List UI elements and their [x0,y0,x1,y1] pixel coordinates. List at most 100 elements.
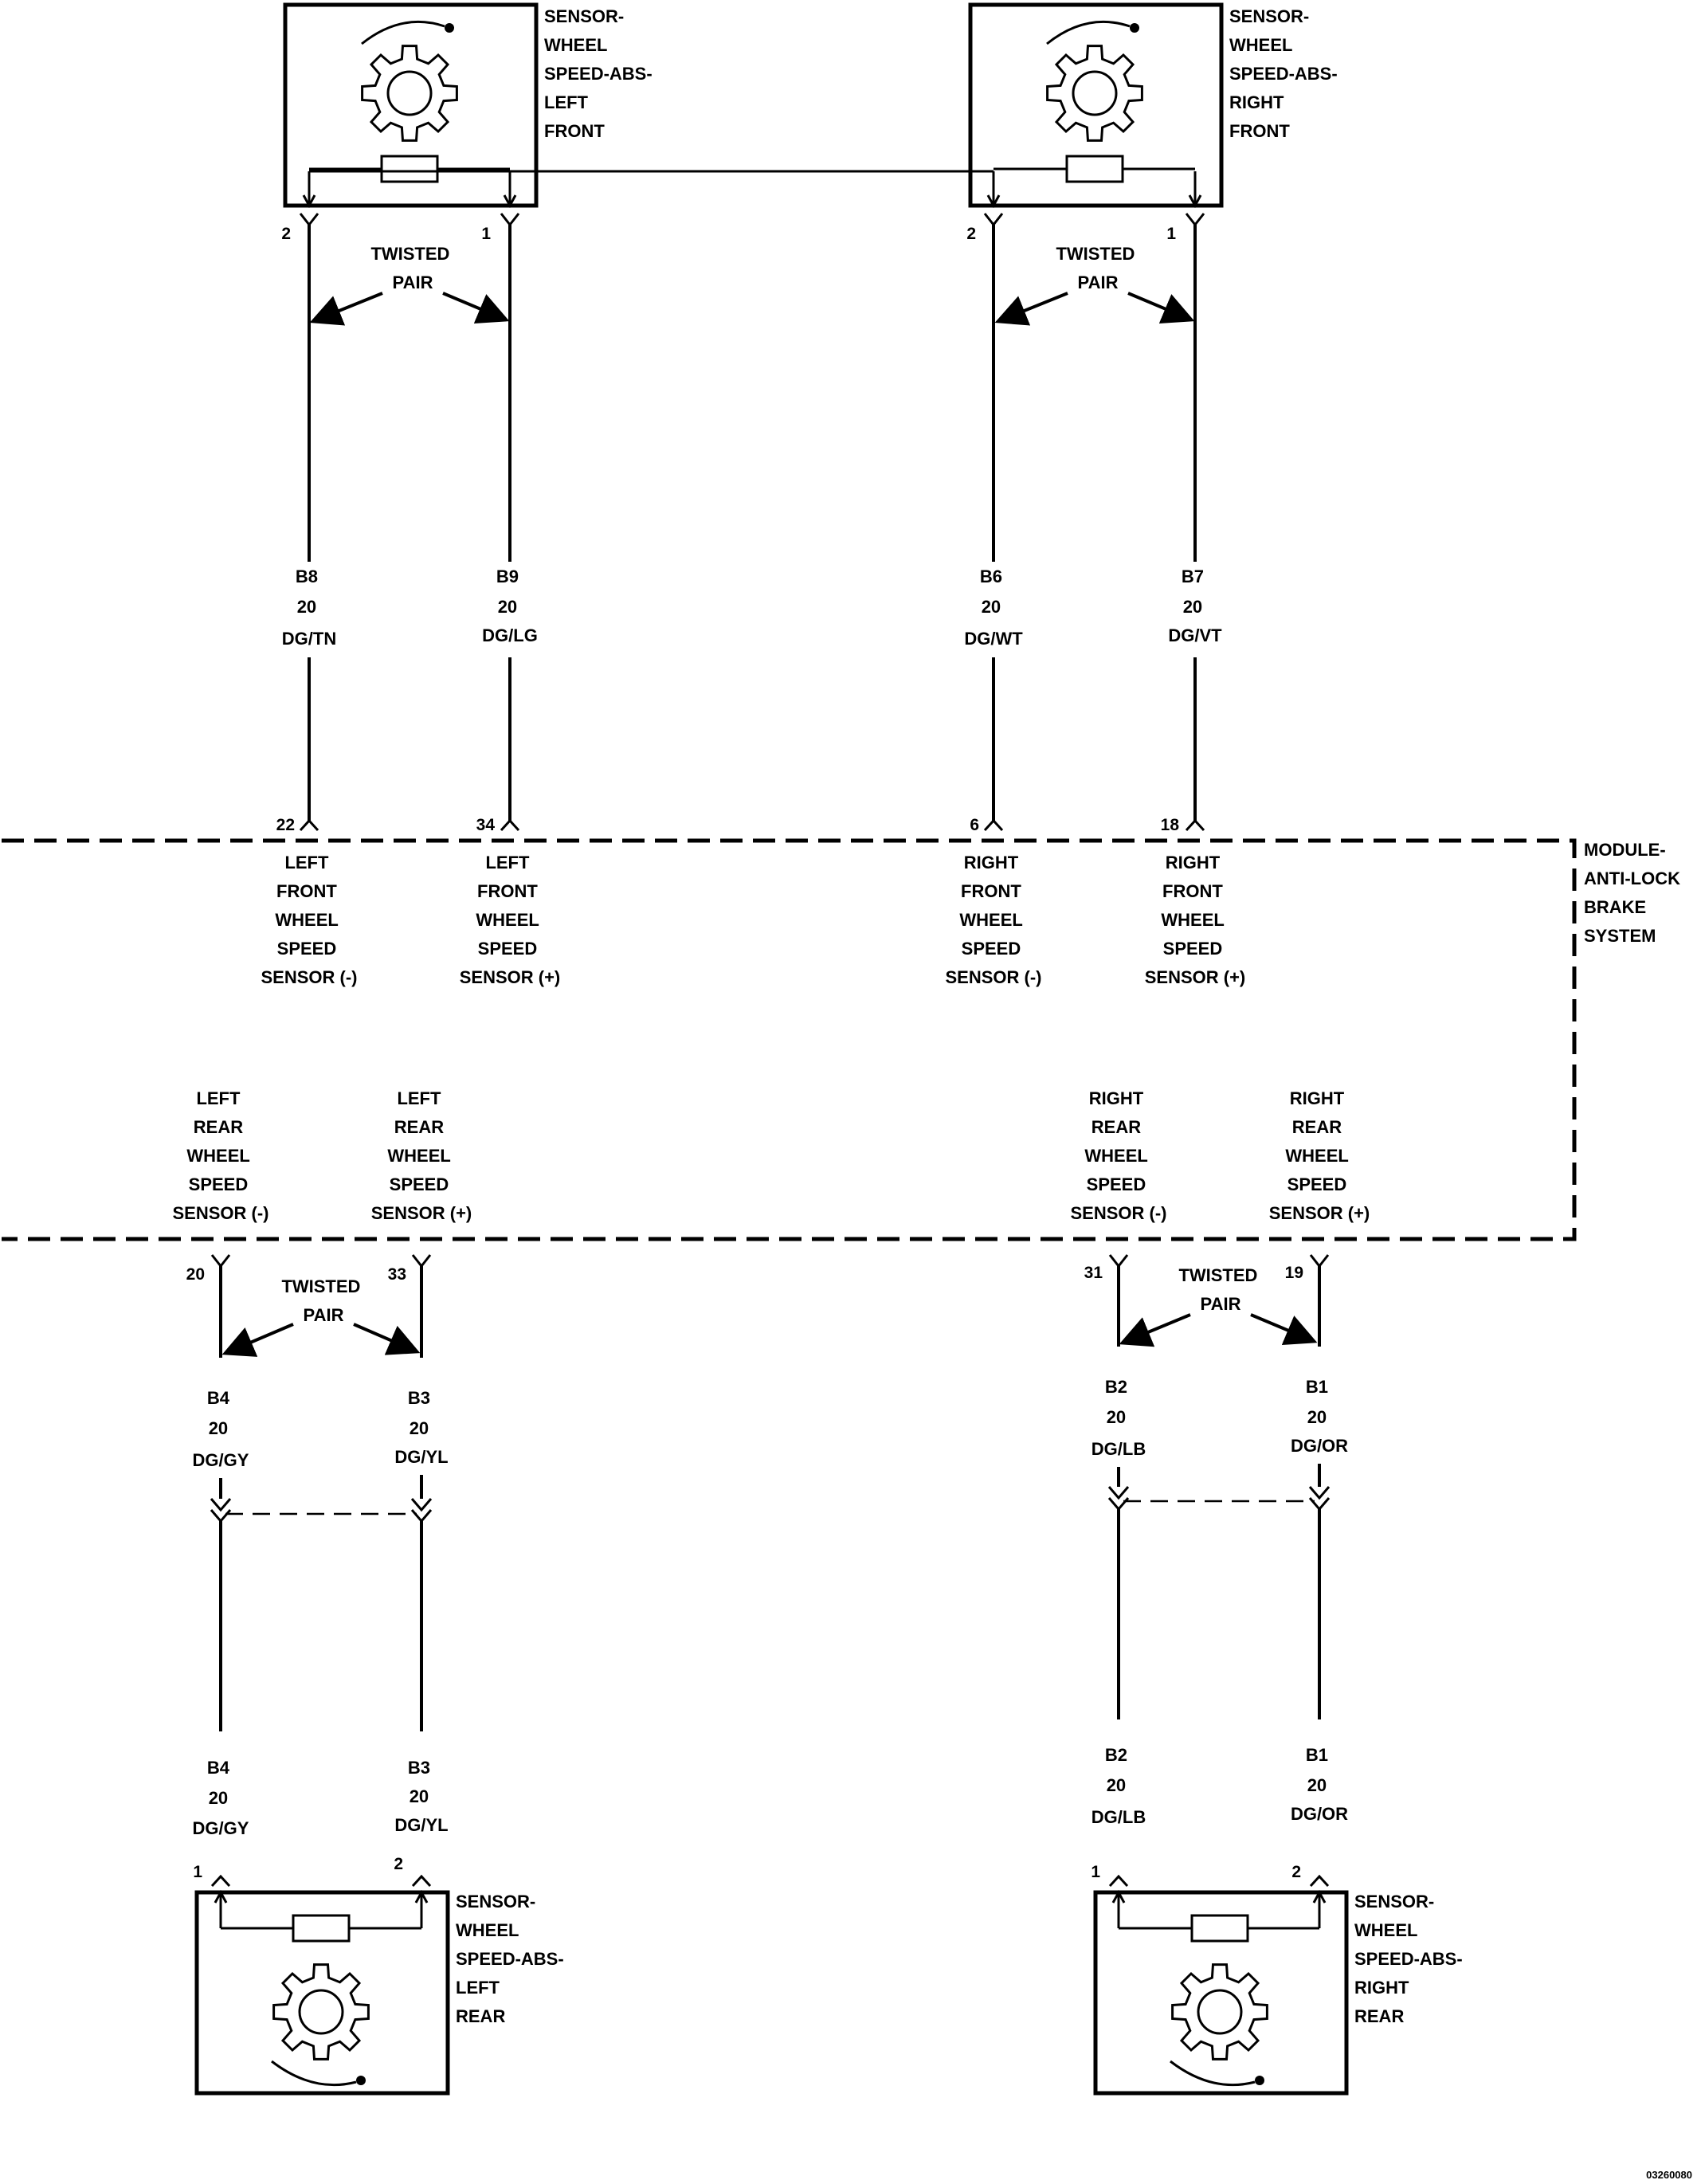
twisted-pair-label-right-rear: TWISTED PAIR [1178,1265,1262,1314]
sensor-connector-terminal [1309,1874,1330,1888]
module-connector-terminal [983,818,1004,832]
twisted-pair-arrow [309,292,383,326]
gear-hub [386,70,433,116]
module-connector-terminal [210,1254,231,1268]
module-pin: 33 [388,1265,406,1284]
module-pin: 6 [970,816,979,834]
rotation-dot [1130,23,1139,33]
module-function-label: LEFT REAR WHEEL SPEED SENSOR (-) [173,1088,269,1223]
lead-arrow [302,194,316,209]
circuit-label: B3 20 DG/YL [394,1388,448,1467]
circuit-label: B8 20 DG/TN [282,567,336,649]
lead-arrow [1312,1889,1327,1904]
sensor-pin-right-front-pos: 1 [1166,225,1176,243]
rotation-arc-icon [361,20,445,45]
module-function-label: RIGHT REAR WHEEL SPEED SENSOR (+) [1269,1088,1370,1223]
module-pin: 31 [1084,1264,1103,1282]
rotation-dot [356,2076,366,2085]
sensor-pin-left-rear-pos: 2 [394,1855,403,1873]
circuit-label: B1 20 DG/OR [1291,1745,1348,1824]
sensor-connector-terminal [500,213,520,227]
sensor-connector-terminal [1185,213,1205,227]
abs-module-boundary [2,838,1577,1241]
sensor-connector-terminal [1108,1874,1129,1888]
sensor-pin-left-front-neg: 2 [281,225,291,243]
sensor-right-front-label: SENSOR- WHEEL SPEED-ABS- RIGHT FRONT [1229,6,1342,141]
module-function-label: LEFT FRONT WHEEL SPEED SENSOR (+) [460,853,561,987]
module-pin: 34 [476,816,496,834]
module-function-label: LEFT FRONT WHEEL SPEED SENSOR (-) [261,853,358,987]
inline-connector [1308,1486,1331,1500]
lead-arrow [214,1889,228,1904]
resistor-icon [292,1914,351,1943]
module-function-label: RIGHT REAR WHEEL SPEED SENSOR (-) [1071,1088,1167,1223]
module-function-label: RIGHT FRONT WHEEL SPEED SENSOR (+) [1145,853,1246,987]
module-function-label: LEFT REAR WHEEL SPEED SENSOR (+) [371,1088,472,1223]
sensor-pin-right-rear-pos: 2 [1291,1863,1301,1881]
sensor-connector-terminal [210,1874,231,1888]
sensor-connector-terminal [299,213,319,227]
module-connector-terminal [1108,1254,1129,1268]
circuit-label: B2 20 DG/LB [1091,1377,1146,1459]
circuit-label: B7 20 DG/VT [1168,567,1222,645]
twisted-pair-arrow [221,1323,294,1357]
document-id: 03260080 [1646,2169,1692,2181]
sensor-pin-right-rear-neg: 1 [1091,1863,1100,1881]
lead-arrow [1188,194,1202,209]
lead-arrow [1111,1889,1126,1904]
lead-arrow [503,194,517,209]
gear-hub [1072,70,1118,116]
module-connector-terminal [1185,818,1205,832]
circuit-label: B2 20 DG/LB [1091,1745,1146,1827]
twisted-pair-arrow [1119,1313,1191,1347]
module-pin: 18 [1161,816,1180,834]
gear-hub [298,1989,344,2035]
twisted-pair-label-right-front: TWISTED PAIR [1056,244,1139,292]
module-pin: 22 [276,816,295,834]
rotation-arc-icon [1170,2060,1256,2087]
resistor-icon [380,155,439,183]
twisted-pair-arrow [1127,292,1195,324]
sensor-left-rear-box [194,1890,450,2096]
sensor-left-rear-label: SENSOR- WHEEL SPEED-ABS- LEFT REAR [456,1892,569,2026]
resistor-icon [1065,155,1124,183]
rotation-arc-icon [271,2060,357,2087]
module-connector-terminal [1309,1254,1330,1268]
twisted-pair-arrow [994,292,1068,326]
module-connector-terminal [500,818,520,832]
sensor-right-rear-label: SENSOR- WHEEL SPEED-ABS- RIGHT REAR [1354,1892,1468,2026]
circuit-label: B4 20 DG/GY [193,1758,249,1838]
sensor-right-front-box [968,2,1224,208]
module-pin: 20 [186,1265,205,1284]
circuit-label: B3 20 DG/YL [394,1758,448,1835]
twisted-pair-label-left-rear: TWISTED PAIR [281,1276,365,1325]
sensor-left-front-label: SENSOR- WHEEL SPEED-ABS- LEFT FRONT [544,6,657,141]
module-label: MODULE- ANTI-LOCK BRAKE SYSTEM [1584,840,1685,946]
inline-connector [1107,1486,1130,1500]
circuit-label: B9 20 DG/LG [482,567,538,645]
rotation-arc-icon [1046,20,1131,45]
sensor-pin-right-front-neg: 2 [966,225,976,243]
module-connector-terminal [411,1254,432,1268]
gear-icon [1171,1963,1268,2060]
sensor-left-front-box [283,2,539,208]
twisted-pair-arrow [442,292,510,324]
circuit-label: B4 20 DG/GY [193,1388,249,1470]
sensor-right-rear-box [1093,1890,1349,2096]
inline-connector [210,1498,232,1512]
circuit-label: B1 20 DG/OR [1291,1377,1348,1456]
twisted-pair-arrow [1250,1313,1318,1346]
rotation-dot [1255,2076,1264,2085]
sensor-connector-terminal [983,213,1004,227]
gear-icon [272,1963,370,2060]
module-pin: 19 [1285,1264,1303,1282]
twisted-pair-label-left-front: TWISTED PAIR [370,244,454,292]
rotation-dot [445,23,454,33]
gear-icon [361,45,458,142]
lead-arrow [414,1889,429,1904]
gear-icon [1046,45,1143,142]
sensor-pin-left-rear-neg: 1 [193,1863,202,1881]
circuit-label: B6 20 DG/WT [964,567,1023,649]
module-connector-terminal [299,818,319,832]
